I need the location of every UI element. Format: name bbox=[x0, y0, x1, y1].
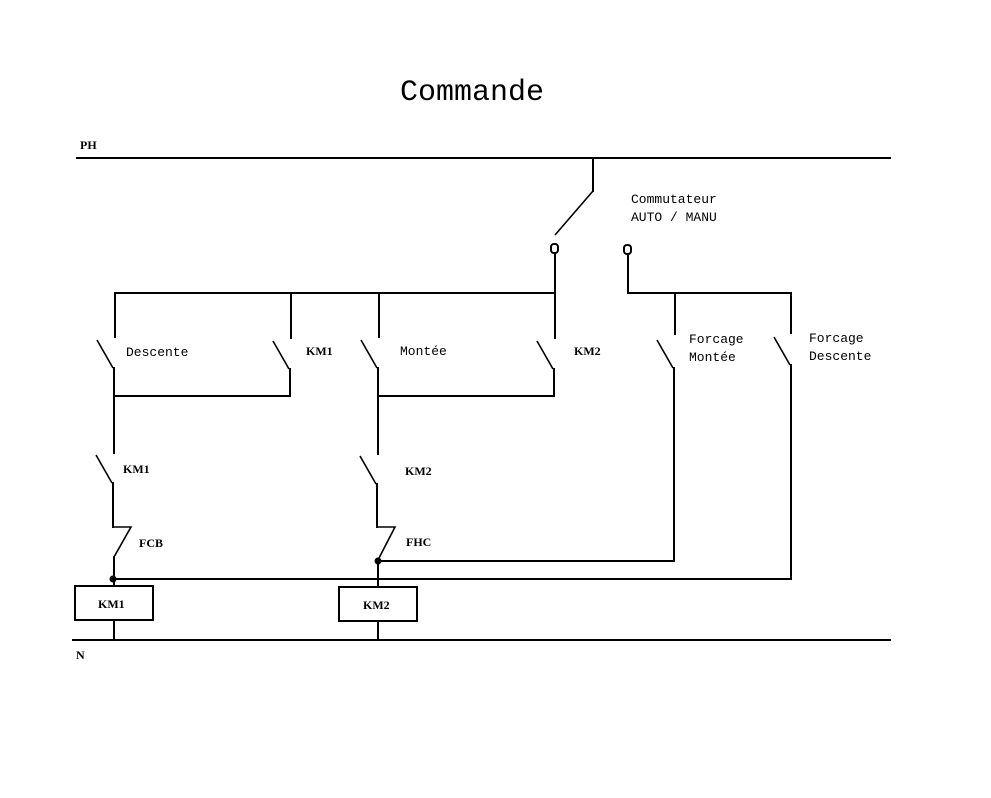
forcage-descente-label-line1: Forcage bbox=[809, 331, 864, 346]
km2-coil-label: KM2 bbox=[363, 598, 390, 612]
forcage-montee-switch-blade bbox=[656, 339, 674, 369]
km2-interlock-switch-blade bbox=[359, 455, 377, 485]
km1-interlock-label: KM1 bbox=[123, 462, 150, 476]
forcage-descente-label-line2: Descente bbox=[809, 349, 871, 364]
forcage-montee-label-line2: Montée bbox=[689, 350, 736, 365]
selector-label-line2: AUTO / MANU bbox=[631, 210, 717, 225]
km2-interlock-contact: KM2 bbox=[359, 395, 432, 528]
descente-switch-blade bbox=[96, 339, 114, 369]
forcage-montee-label-line1: Forcage bbox=[689, 332, 744, 347]
forcage-descente-switch-blade bbox=[773, 336, 791, 366]
fcb-label: FCB bbox=[139, 536, 163, 550]
km1-interlock-contact: KM1 bbox=[95, 395, 150, 528]
fhc-label: FHC bbox=[406, 535, 431, 549]
montee-switch-blade bbox=[360, 339, 378, 369]
selector-blade bbox=[554, 190, 594, 236]
forcage-descente-contact: Forcage Descente bbox=[773, 292, 871, 580]
km1-junction-node bbox=[109, 575, 117, 583]
fhc-limit-switch: FHC bbox=[377, 526, 431, 588]
selector-terminal-auto bbox=[550, 243, 559, 254]
km2-interlock-label: KM2 bbox=[405, 464, 432, 478]
fcb-limit-switch: FCB bbox=[113, 526, 163, 587]
km2-coil: KM2 bbox=[338, 586, 418, 641]
montee-contact: Montée bbox=[360, 292, 447, 397]
descente-contact: Descente bbox=[96, 292, 188, 397]
fcb-switch-blade bbox=[113, 526, 133, 558]
km1-hold-label: KM1 bbox=[306, 344, 333, 358]
descente-label: Descente bbox=[126, 345, 188, 360]
km2-hold-contact: KM2 bbox=[536, 292, 601, 397]
selector-terminal-manu bbox=[623, 244, 632, 255]
km1-coil: KM1 bbox=[74, 585, 154, 641]
forcage-montee-contact: Forcage Montée bbox=[656, 292, 744, 562]
km2-hold-switch-blade bbox=[536, 340, 554, 370]
km1-hold-switch-blade bbox=[272, 340, 290, 370]
km2-hold-label: KM2 bbox=[574, 344, 601, 358]
km2-junction-node bbox=[374, 557, 382, 565]
km2-coil-box bbox=[338, 586, 418, 622]
km1-hold-contact: KM1 bbox=[272, 292, 333, 397]
neutral-label: N bbox=[76, 648, 85, 662]
km1-coil-label: KM1 bbox=[98, 597, 125, 611]
fhc-switch-blade bbox=[377, 526, 397, 561]
km1-interlock-switch-blade bbox=[95, 454, 113, 484]
selector-label-line1: Commutateur bbox=[631, 192, 717, 207]
montee-label: Montée bbox=[400, 344, 447, 359]
diagram-title: Commande bbox=[400, 76, 544, 110]
selector-switch: Commutateur AUTO / MANU bbox=[550, 157, 717, 255]
phase-label: PH bbox=[80, 138, 97, 152]
